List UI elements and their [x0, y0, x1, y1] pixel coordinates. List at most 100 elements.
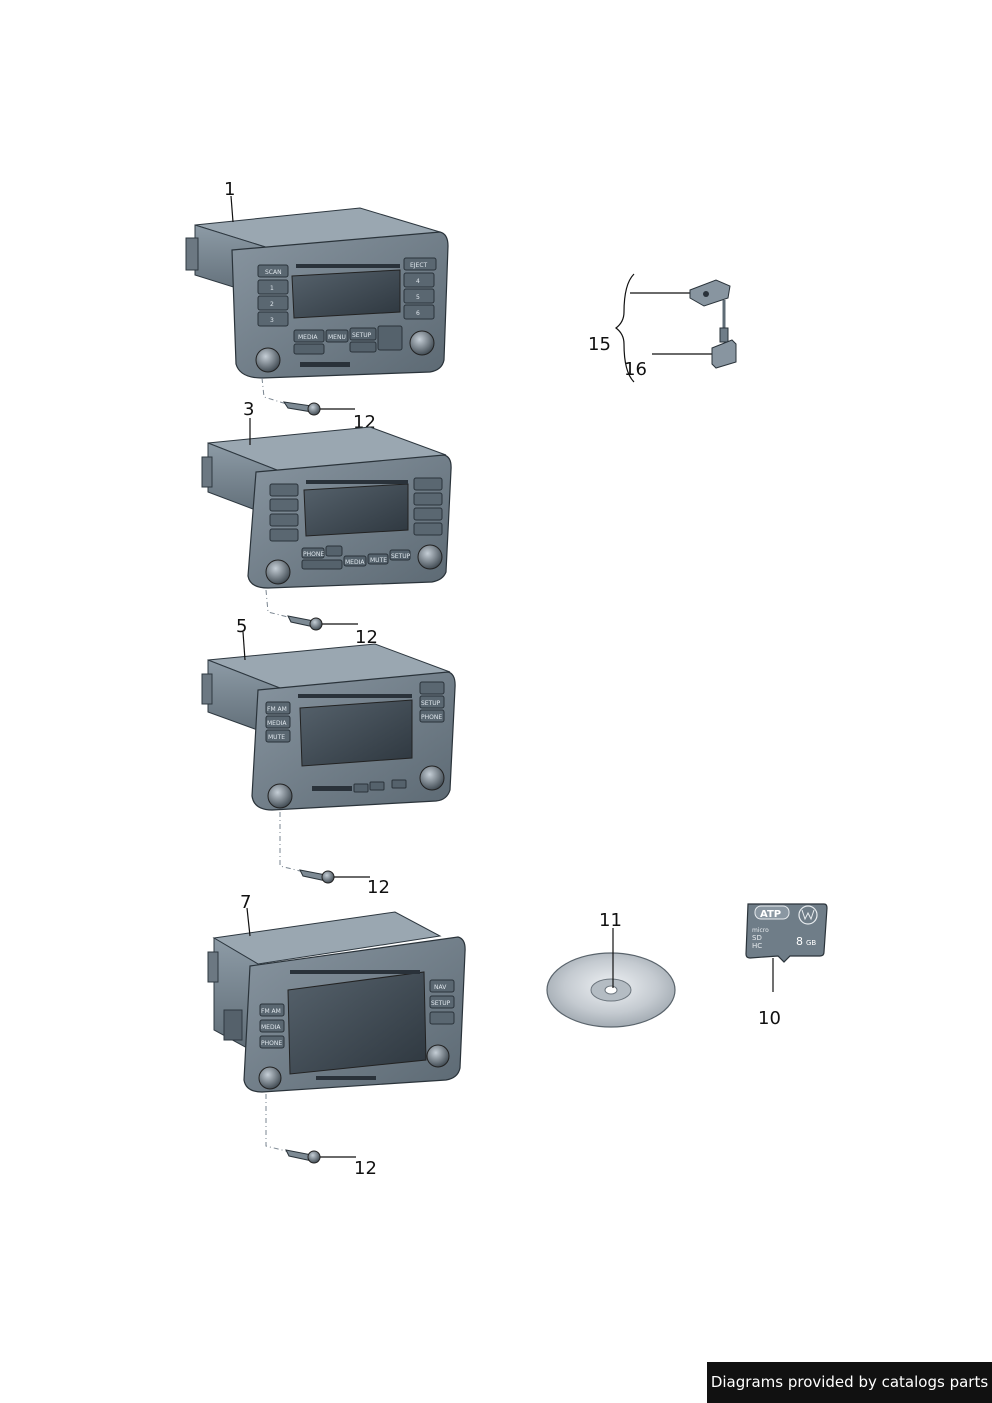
radio-1-preset-5-label: 5: [416, 294, 420, 301]
radio-7-fm-am-label: FM AM: [261, 1008, 281, 1015]
radio-3-right-btn-1[interactable]: [413, 477, 443, 491]
leader-5: [242, 631, 246, 661]
screw-d-axis: [265, 1094, 291, 1153]
radio-7-fm-am-button[interactable]: [259, 1003, 285, 1017]
radio-1-media-button[interactable]: [293, 329, 325, 343]
radio-3-btn-a[interactable]: [325, 545, 343, 557]
sd-card-type-3: HC: [752, 942, 762, 950]
radio-1-preset-4-label: 4: [416, 278, 420, 285]
radio-5-fm-am-button[interactable]: [265, 701, 291, 715]
radio-3-setup-button[interactable]: [389, 549, 411, 561]
radio-1-extra-button[interactable]: [377, 325, 403, 351]
footer-credit-text: Diagrams provided by catalogs parts: [710, 1373, 989, 1391]
radio-3-volume-knob[interactable]: [265, 559, 291, 585]
radio-7-cd-slot: [290, 970, 420, 974]
footer-credit-bar: Diagrams provided by catalogs parts: [707, 1362, 992, 1403]
radio-3-cd-slot: [306, 480, 408, 484]
vw-logo-icon: [798, 905, 818, 925]
radio-7-touchscreen[interactable]: [287, 971, 427, 1075]
radio-7-tune-knob[interactable]: [426, 1044, 450, 1068]
navigation-disc: [546, 952, 676, 1028]
radio-1-preset-1[interactable]: [257, 279, 289, 295]
callout-3: 3: [243, 399, 254, 420]
radio-1-bottom-buttons: MEDIA MENU SETUP: [293, 325, 403, 355]
radio-5-media-button[interactable]: [265, 715, 291, 729]
radio-7-nav-button[interactable]: [429, 979, 455, 993]
radio-5-setup-button[interactable]: [419, 695, 445, 709]
radio-7-vent: [223, 1009, 243, 1041]
radio-1-scan-button[interactable]: [257, 264, 289, 278]
callout-12c: 12: [367, 877, 390, 898]
sd-card-capacity: 8: [796, 935, 803, 948]
radio-1-eject-button[interactable]: [403, 257, 437, 271]
callout-15: 15: [588, 334, 611, 355]
antenna-plug-top: [689, 279, 731, 307]
radio-3-left-btn-1[interactable]: [269, 483, 299, 497]
radio-1-sd-slot: [300, 362, 350, 367]
radio-5-sd-slot: [312, 786, 352, 791]
radio-3-media-button[interactable]: [343, 555, 367, 567]
callout-5: 5: [236, 616, 247, 637]
sd-card-brand: ATP: [760, 909, 781, 920]
radio-1-volume-knob[interactable]: [255, 347, 281, 373]
radio-3-left-buttons: [269, 483, 299, 542]
radio-1-menu-button[interactable]: [325, 329, 349, 343]
callout-12b: 12: [355, 627, 378, 648]
radio-3-right-btn-4[interactable]: [413, 522, 443, 536]
radio-1-preset-5[interactable]: [403, 288, 435, 304]
radio-1-preset-6[interactable]: [403, 304, 435, 320]
radio-7-volume-knob[interactable]: [258, 1066, 282, 1090]
callout-11: 11: [599, 910, 622, 931]
sd-card-unit: GB: [806, 939, 816, 947]
radio-1-preset-3-label: 3: [270, 317, 274, 324]
radio-5-tune-knob[interactable]: [419, 765, 445, 791]
callout-12d: 12: [354, 1158, 377, 1179]
radio-7-media-button[interactable]: [259, 1019, 285, 1033]
radio-1-connector: [185, 237, 199, 271]
radio-5-fm-am-label: FM AM: [267, 706, 287, 713]
radio-5-mute-button[interactable]: [265, 729, 291, 743]
radio-1-left-buttons: SCAN 1 2 3: [257, 264, 289, 327]
radio-3-left-btn-2[interactable]: [269, 498, 299, 512]
radio-3-left-btn-3[interactable]: [269, 513, 299, 527]
radio-5-eject-button[interactable]: [419, 681, 445, 695]
radio-1-seek-back-button[interactable]: [293, 343, 325, 355]
radio-1-tune-knob[interactable]: [409, 330, 435, 356]
radio-3-btn-b[interactable]: [301, 559, 343, 570]
radio-1-preset-1-label: 1: [270, 285, 274, 292]
radio-3-right-btn-2[interactable]: [413, 492, 443, 506]
radio-5-phone-button[interactable]: [419, 709, 445, 723]
radio-7-right-buttons: NAV SETUP: [429, 979, 455, 1025]
radio-5-bottom-btn-3[interactable]: [391, 779, 407, 789]
radio-7-setup-button[interactable]: [429, 995, 455, 1009]
radio-1-preset-6-label: 6: [416, 310, 420, 317]
radio-1-preset-4[interactable]: [403, 272, 435, 288]
radio-unit-1: SCAN 1 2 3 EJECT 4 5 6 MEDIA MENU SETUP: [185, 207, 449, 379]
radio-5-right-buttons: SETUP PHONE: [419, 681, 445, 723]
radio-5-bottom-btn-2[interactable]: [369, 781, 385, 791]
screw-d: [285, 1149, 321, 1164]
radio-3-left-btn-4[interactable]: [269, 528, 299, 542]
radio-5-connector: [201, 673, 213, 705]
radio-1-setup-button[interactable]: [349, 327, 377, 341]
radio-3-tune-knob[interactable]: [417, 544, 443, 570]
screw-a: [282, 401, 321, 416]
radio-3-connector: [201, 456, 213, 488]
radio-3-right-btn-3[interactable]: [413, 507, 443, 521]
radio-3-display: [303, 483, 409, 537]
radio-7-phone-label: PHONE: [261, 1040, 282, 1047]
radio-3-phone-button[interactable]: [301, 547, 325, 559]
radio-7-back-button[interactable]: [429, 1011, 455, 1025]
radio-7-phone-button[interactable]: [259, 1035, 285, 1049]
radio-1-preset-2[interactable]: [257, 295, 289, 311]
radio-5-bottom-btn-1[interactable]: [353, 783, 369, 793]
radio-5-volume-knob[interactable]: [267, 783, 293, 809]
radio-1-seek-fwd-button[interactable]: [349, 341, 377, 353]
radio-1-preset-3[interactable]: [257, 311, 289, 327]
antenna-plug-hole: [703, 291, 709, 297]
radio-3-mute-label: MUTE: [370, 557, 387, 564]
callout-1: 1: [224, 179, 235, 200]
disc-hole: [604, 985, 618, 995]
radio-3-mute-button[interactable]: [367, 553, 389, 565]
radio-5-left-buttons: FM AM MEDIA MUTE: [265, 701, 291, 743]
